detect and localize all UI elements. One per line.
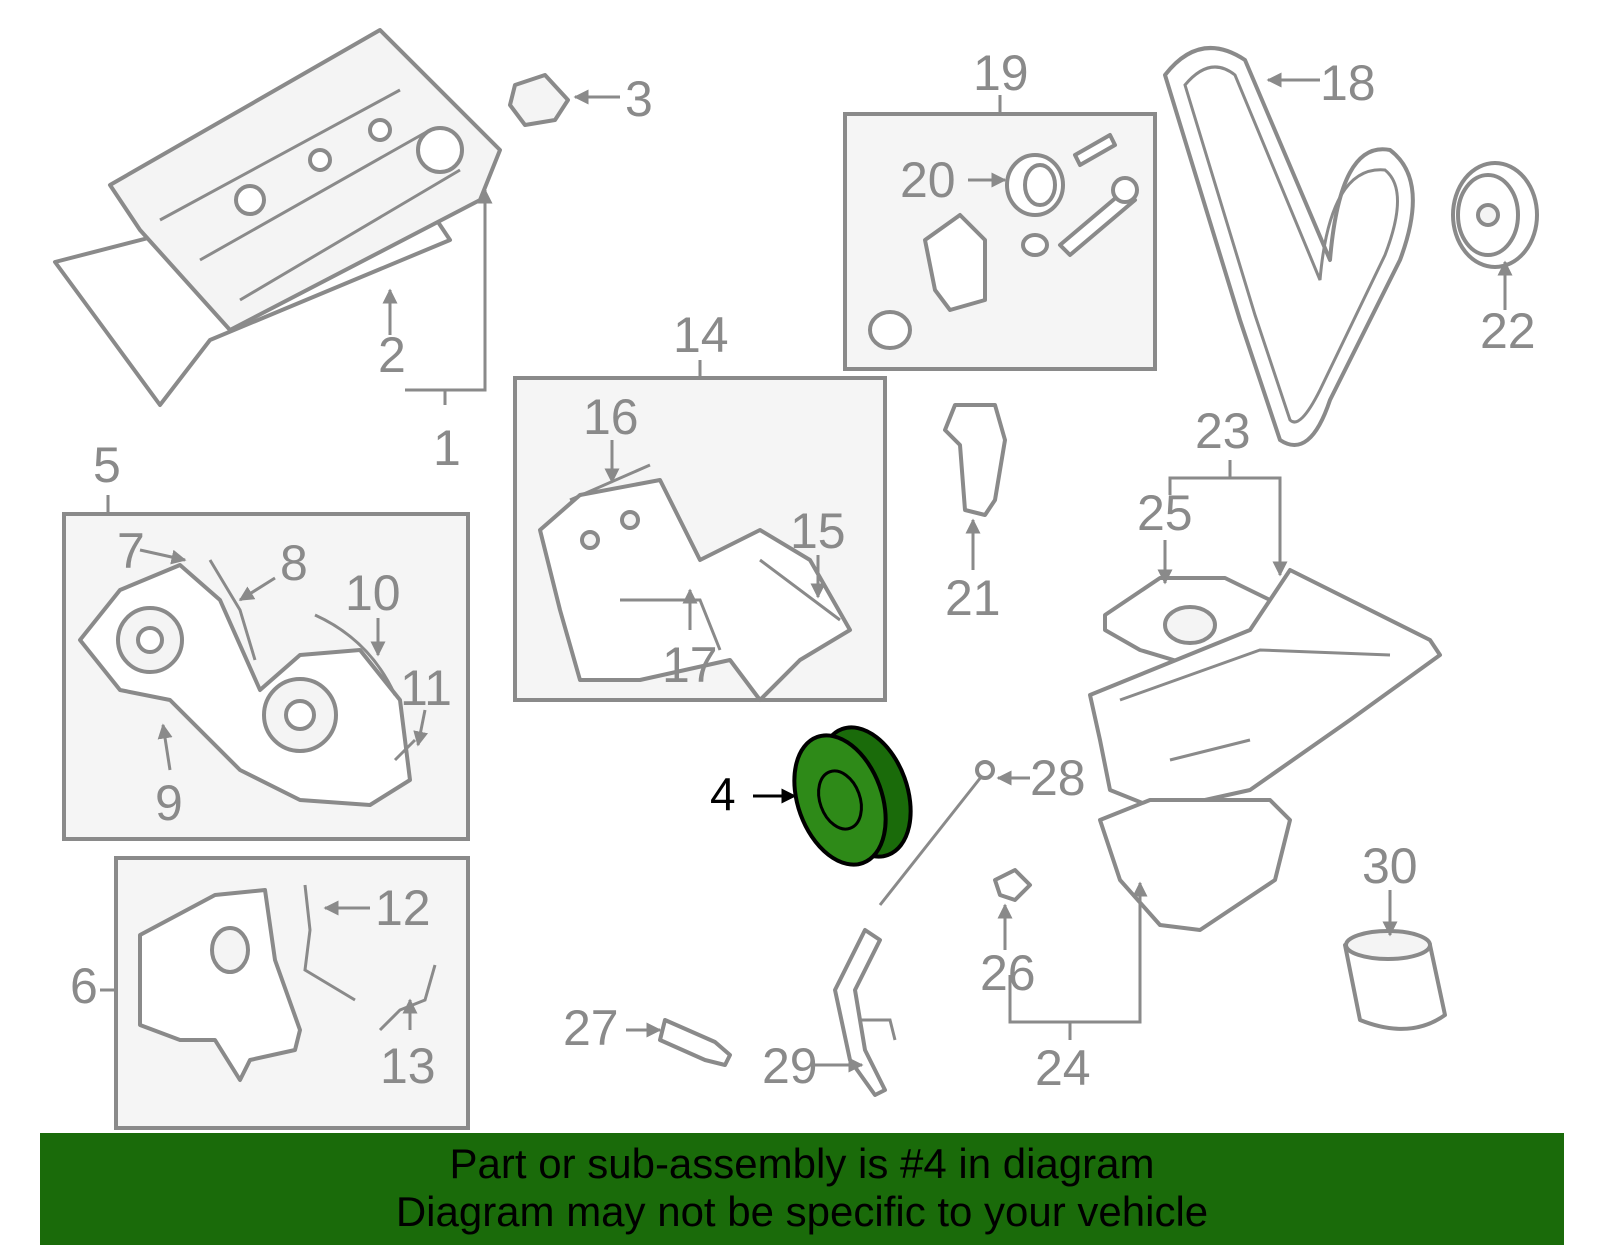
label-18: 18 xyxy=(1320,55,1376,111)
camshaft-sprocket xyxy=(1451,161,1539,269)
label-13: 13 xyxy=(380,1038,436,1094)
label-26: 26 xyxy=(980,945,1036,1001)
timing-cover-upper xyxy=(78,559,417,807)
label-9: 9 xyxy=(155,775,183,831)
dipstick xyxy=(833,760,995,1097)
label-25: 25 xyxy=(1137,485,1193,541)
valve-cover-gasket xyxy=(53,28,502,407)
label-30: 30 xyxy=(1362,838,1418,894)
label-12: 12 xyxy=(375,880,431,936)
label-15: 15 xyxy=(790,503,846,559)
label-5: 5 xyxy=(93,437,121,493)
oil-pressure-switch xyxy=(658,1018,732,1067)
crankshaft-pulley xyxy=(792,725,913,867)
label-14: 14 xyxy=(673,307,729,363)
label-19: 19 xyxy=(973,45,1029,101)
label-10: 10 xyxy=(345,565,401,621)
label-28: 28 xyxy=(1030,750,1086,806)
label-17: 17 xyxy=(662,637,718,693)
drain-plug xyxy=(993,868,1032,902)
label-8: 8 xyxy=(280,535,308,591)
label-16: 16 xyxy=(583,389,639,445)
label-24: 24 xyxy=(1035,1040,1091,1096)
label-11: 11 xyxy=(400,660,452,716)
label-2: 2 xyxy=(378,327,406,383)
oil-filler-cap xyxy=(508,73,570,127)
info-banner: Part or sub-assembly is #4 in diagram Di… xyxy=(40,1133,1564,1245)
label-23: 23 xyxy=(1195,403,1251,459)
timing-cover-lower xyxy=(138,884,437,1082)
label-29: 29 xyxy=(762,1038,818,1094)
auto-tensioner xyxy=(943,403,1007,517)
label-20: 20 xyxy=(900,152,956,208)
label-27: 27 xyxy=(563,1000,619,1056)
oil-pan-assembly xyxy=(1088,568,1442,932)
label-6: 6 xyxy=(70,958,98,1014)
banner-line-2: Diagram may not be specific to your vehi… xyxy=(395,1188,1209,1235)
label-21: 21 xyxy=(945,570,1001,626)
banner-line-1: Part or sub-assembly is #4 in diagram xyxy=(449,1140,1155,1187)
label-4: 4 xyxy=(710,768,736,820)
oil-filter xyxy=(1343,929,1447,1031)
label-22: 22 xyxy=(1480,303,1536,359)
label-1: 1 xyxy=(433,420,461,476)
tensioner-parts xyxy=(868,133,1139,350)
label-3: 3 xyxy=(625,71,653,127)
timing-belt xyxy=(1163,46,1415,447)
label-7: 7 xyxy=(117,523,145,579)
